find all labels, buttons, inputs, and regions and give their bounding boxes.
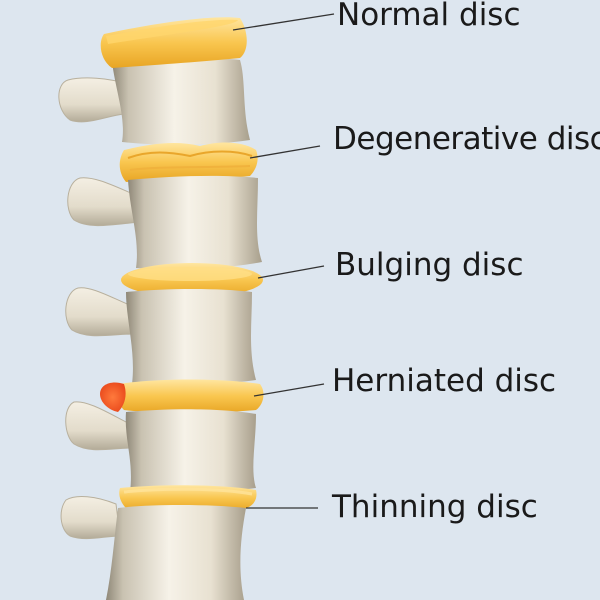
thinning-disc	[119, 485, 257, 511]
vertebra-4	[65, 401, 256, 494]
degenerative-disc	[119, 142, 258, 182]
bulging-disc	[121, 263, 263, 297]
normal-disc	[100, 17, 247, 68]
spinous-process-2	[67, 177, 141, 227]
leader-lines	[232, 13, 335, 509]
leader-line-bulging	[257, 265, 325, 279]
herniation	[100, 382, 126, 412]
vertebra-5	[60, 496, 246, 600]
spinous-process-3	[65, 287, 135, 337]
label-herniated-disc: Herniated disc	[332, 363, 557, 399]
label-normal-disc: Normal disc	[337, 0, 521, 33]
label-thinning-disc: Thinning disc	[332, 489, 538, 525]
herniated-disc	[100, 379, 264, 413]
vertebral-body-2	[128, 175, 262, 270]
vertebral-body-5	[106, 505, 246, 600]
vertebral-body-3	[126, 289, 256, 386]
leader-line-herniated	[253, 383, 325, 397]
vertebral-body-4	[125, 409, 256, 494]
spinous-process-4	[65, 401, 133, 451]
vertebral-body-1	[112, 57, 250, 145]
label-bulging-disc: Bulging disc	[335, 247, 524, 283]
spinous-process-1	[58, 77, 129, 123]
leader-line-normal	[232, 13, 335, 31]
spinous-process-5	[60, 496, 121, 540]
leader-line-degenerative	[249, 145, 321, 159]
vertebra-1	[58, 57, 250, 145]
vertebra-3	[65, 287, 256, 386]
vertebra-2	[67, 175, 262, 270]
label-degenerative-disc: Degenerative disc	[333, 121, 600, 157]
